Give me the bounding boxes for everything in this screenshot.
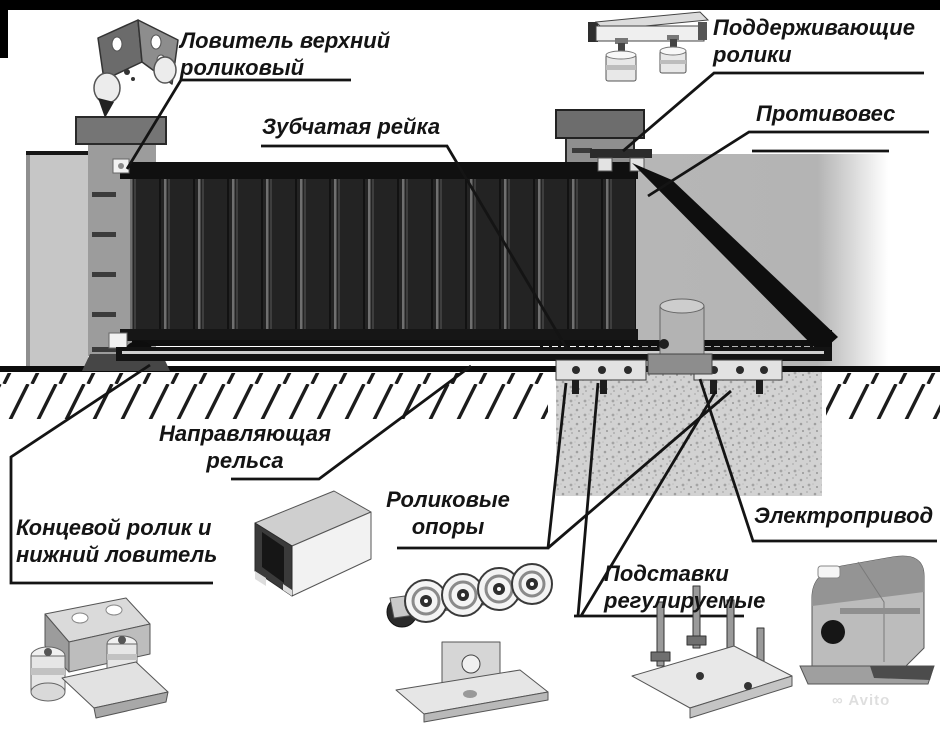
support-rollers-on-pillar (590, 149, 652, 172)
label-guide-rail: Направляющая рельса (155, 420, 335, 474)
label-drive: Электропривод (754, 502, 933, 529)
fence-left-wall (26, 151, 88, 367)
label-line: Подставки (604, 561, 729, 586)
label-line: нижний ловитель (16, 542, 218, 567)
guide-rail-beam (116, 347, 832, 361)
label-line: Роликовые (386, 487, 510, 512)
label-line: ролики (713, 42, 792, 67)
leader-upper-catcher (125, 78, 351, 170)
roller-carriage-left (555, 359, 647, 394)
label-gear-rack: Зубчатая рейка (262, 113, 440, 140)
photo-watermark: ∞ Avito (832, 692, 890, 709)
leader-drive (698, 378, 937, 543)
carriage-rollers (404, 563, 553, 623)
label-line: Противовес (756, 101, 896, 126)
drive-brand-badge (817, 565, 841, 579)
label-line: Поддерживающие (713, 15, 915, 40)
adjustable-stand-icon (631, 585, 793, 719)
label-upper-catcher: Ловитель верхний роликовый (180, 27, 390, 81)
label-line: Ловитель верхний (180, 28, 391, 53)
watermark-text: Avito (848, 692, 891, 709)
label-support-rollers: Поддерживающие ролики (713, 14, 915, 68)
label-counterweight: Противовес (756, 100, 895, 127)
label-roller-supports: Роликовые опоры (378, 486, 518, 540)
leader-gear-rack (261, 144, 569, 350)
leader-guide-rail (231, 364, 472, 481)
rail-profile-icon (254, 490, 372, 597)
label-line: рельса (206, 448, 284, 473)
label-line: Зубчатая рейка (262, 114, 441, 139)
label-line: Направляющая (159, 421, 331, 446)
drive-pedestal (647, 298, 713, 375)
watermark-logo-icon: ∞ (832, 692, 844, 709)
label-line: Электропривод (754, 503, 934, 528)
gear-rack-bar (132, 340, 832, 346)
gate-leaf (108, 158, 832, 357)
label-line: роликовый (180, 55, 305, 80)
frame-borders (0, 0, 940, 58)
drive-unit-icon (799, 555, 935, 685)
release-knob (821, 620, 845, 644)
label-line: опоры (411, 514, 485, 539)
leader-support-rollers (622, 71, 924, 153)
ground (0, 366, 940, 419)
lower-catch-bracket (108, 332, 128, 349)
leader-end-catcher (9, 363, 213, 585)
label-line: Концевой ролик и (16, 515, 212, 540)
label-end-catcher: Концевой ролик и нижний ловитель (16, 514, 217, 568)
leader-lines (9, 71, 937, 618)
supporting-rollers-icon (588, 11, 710, 82)
label-stands: Подставки регулируемые (604, 560, 765, 614)
label-line: регулируемые (604, 588, 766, 613)
upper-roller-catcher-icon (93, 19, 179, 118)
roller-carriage-icon (386, 563, 553, 723)
lower-catcher-icon (30, 597, 169, 719)
leader-counterweight (647, 130, 929, 198)
